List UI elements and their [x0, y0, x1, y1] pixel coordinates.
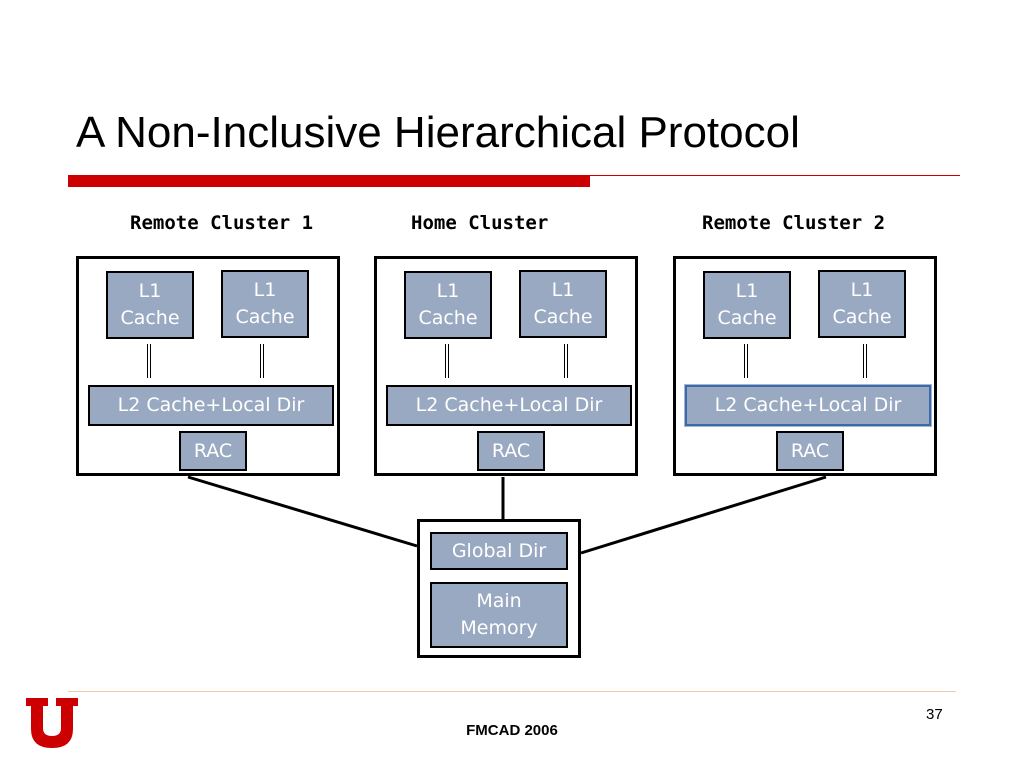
- title-underline-thick: [68, 175, 590, 187]
- slide-title: A Non-Inclusive Hierarchical Protocol: [76, 108, 800, 157]
- university-u-logo-icon: [26, 698, 78, 753]
- l2-cache-local-dir-box: L2 Cache+Local Dir: [386, 385, 632, 426]
- link-remote-cluster-2: [580, 475, 827, 555]
- rac-box: RAC: [477, 431, 545, 471]
- l1-l2-connector: [260, 344, 264, 378]
- link-remote-cluster-1: [187, 475, 418, 548]
- l1-l2-connector: [564, 344, 568, 378]
- page-number: 37: [926, 706, 943, 723]
- remote-cluster-2-label: Remote Cluster 2: [702, 212, 886, 234]
- rac-box: RAC: [776, 431, 844, 471]
- footer-divider: [68, 691, 956, 692]
- l2-cache-local-dir-box: L2 Cache+Local Dir: [88, 385, 334, 426]
- l1-l2-connector: [445, 344, 449, 378]
- l2-cache-local-dir-box: L2 Cache+Local Dir: [684, 384, 932, 427]
- l1-l2-connector: [744, 344, 748, 378]
- remote-cluster-1-label: Remote Cluster 1: [130, 212, 314, 234]
- l1-l2-connector: [147, 344, 151, 378]
- rac-box: RAC: [179, 431, 247, 471]
- global-dir-box: Global Dir: [430, 532, 568, 570]
- l1-l2-connector: [863, 344, 867, 378]
- home-cluster-label: Home Cluster: [411, 212, 549, 234]
- footer-conference: FMCAD 2006: [466, 722, 558, 739]
